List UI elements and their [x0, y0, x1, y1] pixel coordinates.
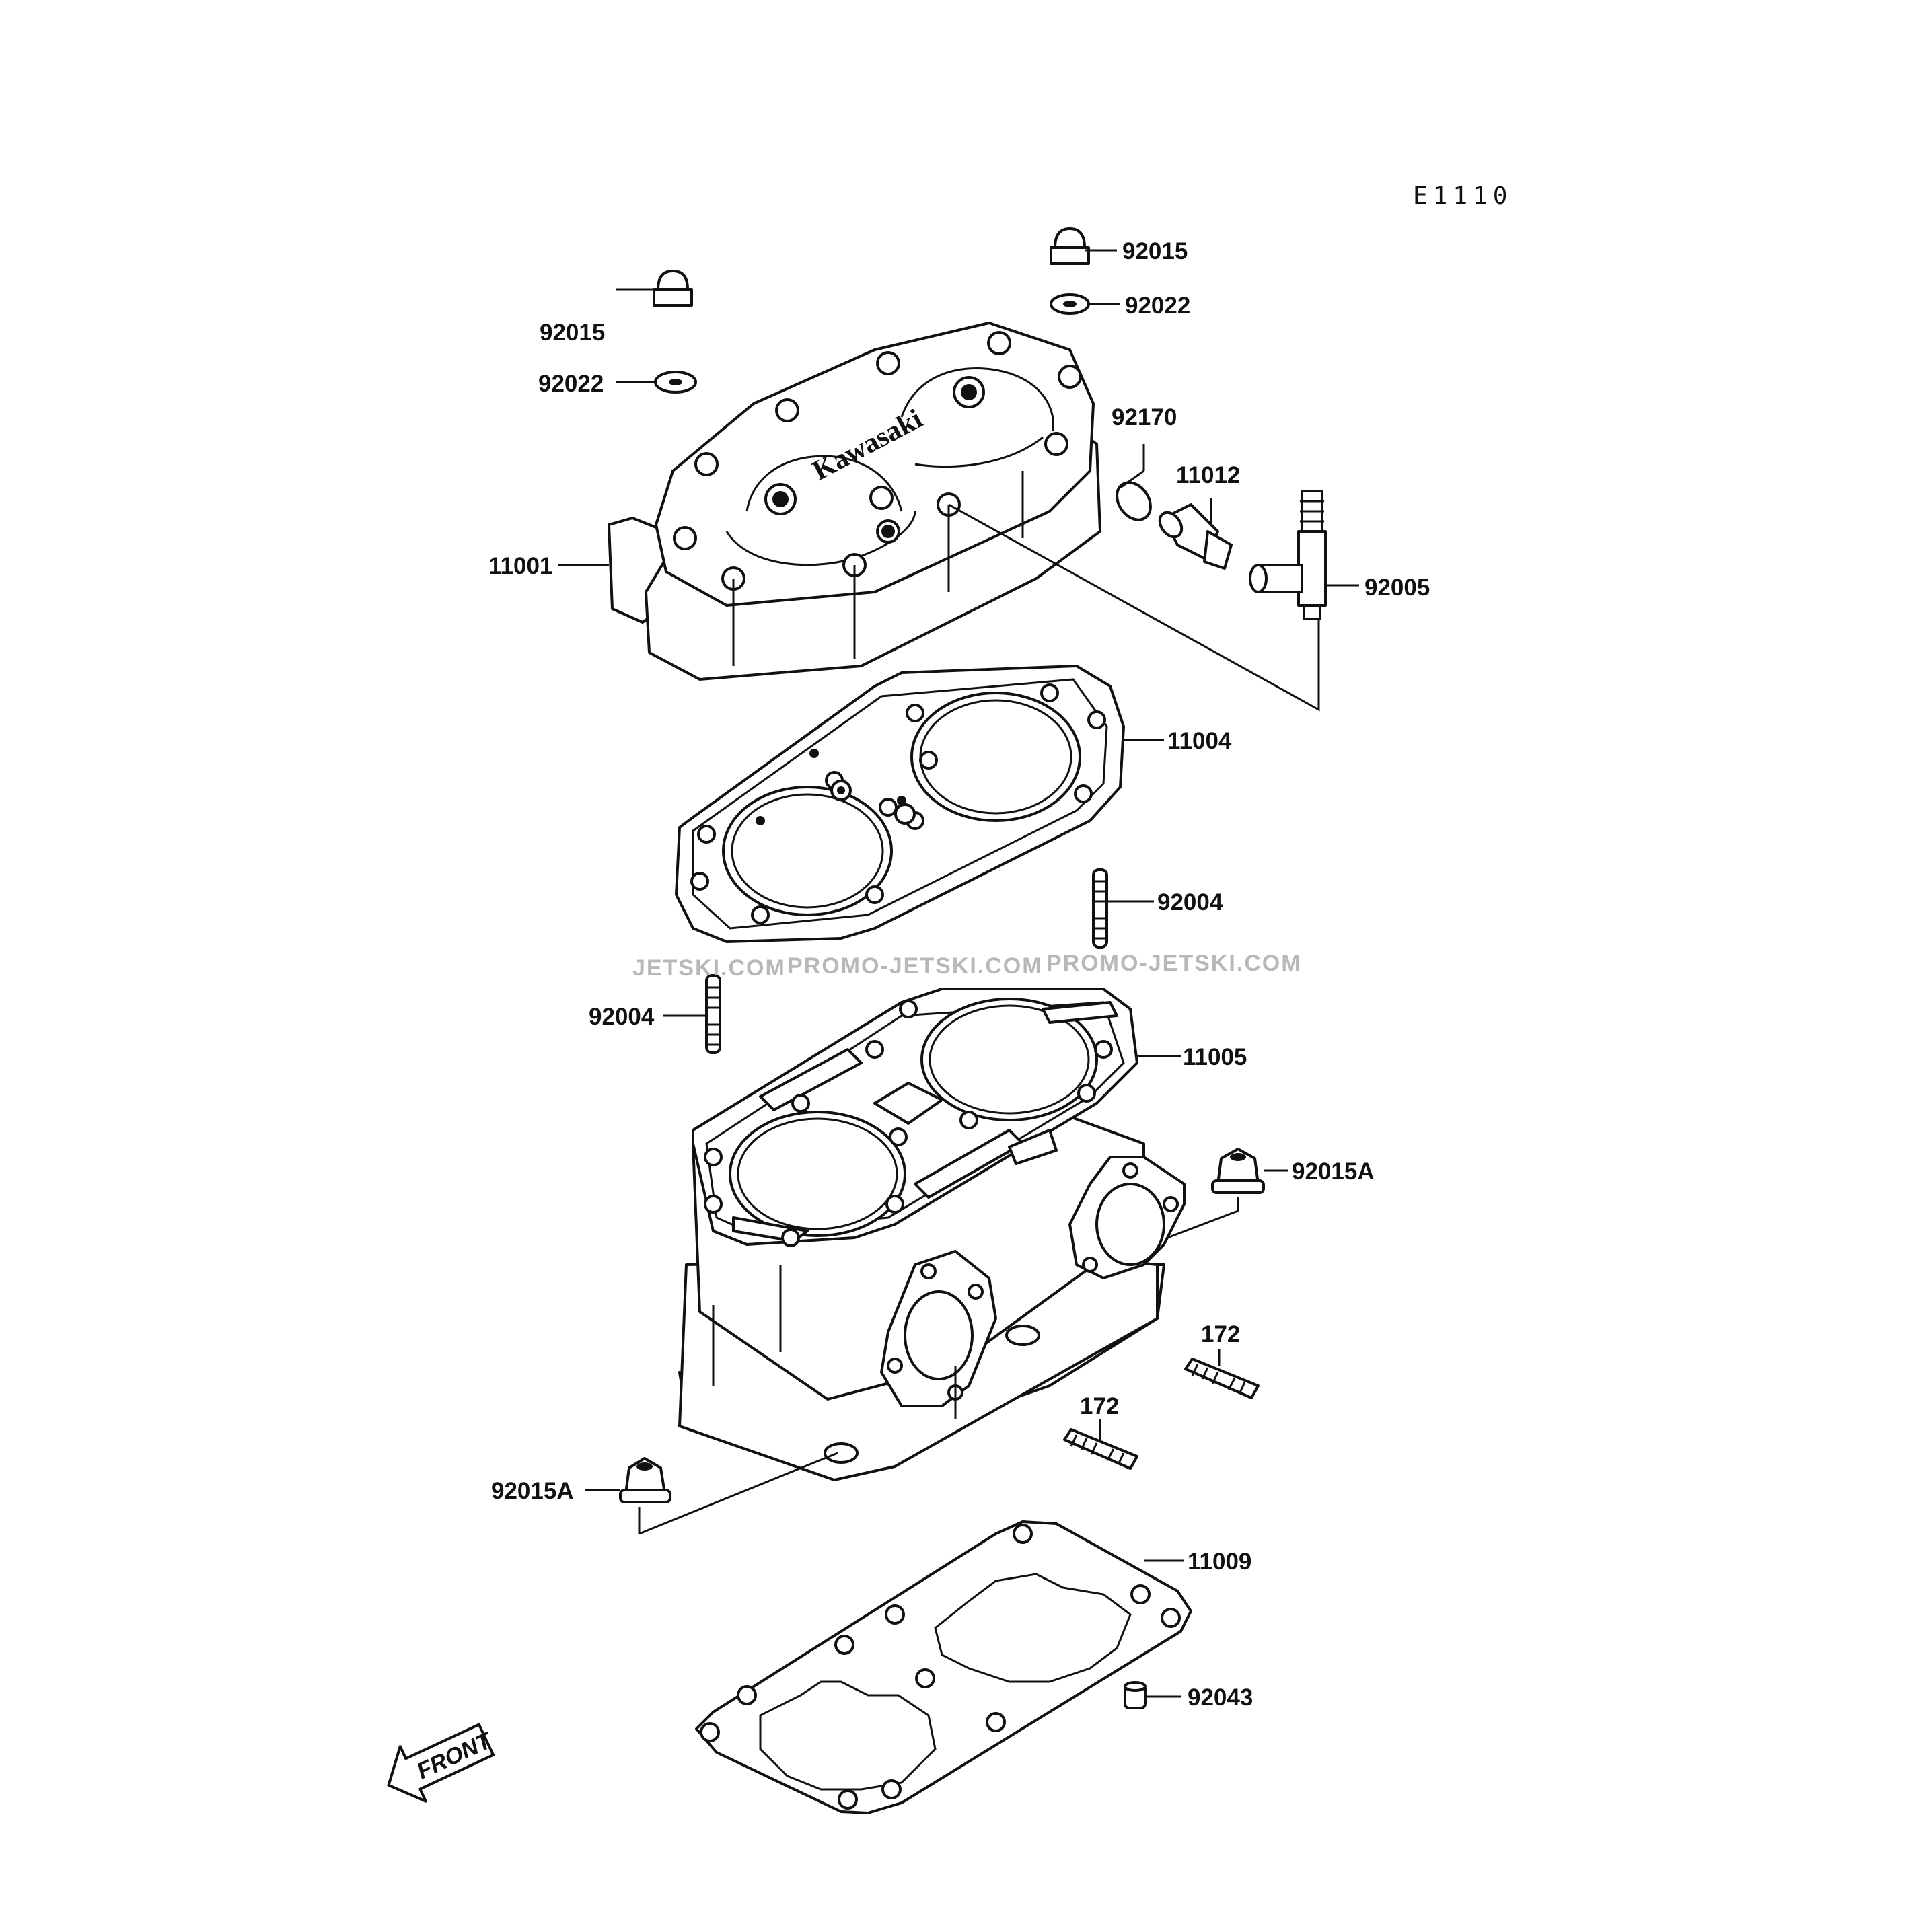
stud-92004-left [705, 974, 721, 1054]
callout-11004: 11004 [1167, 728, 1232, 754]
callout-92005: 92005 [1364, 574, 1430, 601]
fitting-11012 [1158, 503, 1233, 570]
cylinder-head-11001: Kawasaki [608, 322, 1101, 681]
callout-92004-right: 92004 [1157, 889, 1223, 916]
watermark-2: PROMO-JETSKI.COM [787, 953, 1043, 979]
callout-92015-left: 92015 [540, 320, 605, 346]
watermark-1: JETSKI.COM [632, 955, 786, 981]
assembly-line-nut-right [1167, 1197, 1239, 1239]
washer-92022-top [1050, 293, 1090, 315]
diagram-code: E1110 [1413, 182, 1513, 210]
elbow-fitting-92005 [1249, 490, 1327, 620]
dowel-pin-92043 [1124, 1681, 1147, 1709]
front-direction-arrow: FRONT [387, 1723, 497, 1803]
callout-172-b: 172 [1080, 1393, 1119, 1419]
cap-nut-92015-left [653, 270, 693, 307]
callout-92015A-left: 92015A [491, 1478, 574, 1504]
washer-92022-left [654, 371, 697, 394]
callout-92170: 92170 [1112, 404, 1177, 431]
callout-11012: 11012 [1176, 462, 1240, 488]
callout-92015A-right: 92015A [1292, 1158, 1375, 1185]
callout-11001: 11001 [488, 553, 552, 579]
callout-92022-top: 92022 [1125, 293, 1190, 319]
stud-172-a [1184, 1358, 1260, 1399]
clamp-92170 [1116, 470, 1152, 521]
flange-nut-92015A-right [1211, 1148, 1265, 1194]
assembly-line-nut-left [638, 1452, 838, 1535]
stud-172-b [1063, 1428, 1138, 1470]
callout-11005: 11005 [1183, 1044, 1247, 1070]
callout-172-a: 172 [1201, 1321, 1240, 1347]
assembly-line-head [948, 503, 1320, 712]
cap-nut-92015-top [1050, 227, 1090, 265]
watermark-3: PROMO-JETSKI.COM [1046, 951, 1302, 976]
callout-92015-top: 92015 [1122, 238, 1188, 264]
cylinder-block-11005 [678, 988, 1186, 1481]
callout-11009: 11009 [1188, 1549, 1251, 1575]
callout-92004-left: 92004 [589, 1004, 655, 1030]
flange-nut-92015A-left [619, 1457, 671, 1503]
stud-92004-right [1092, 868, 1108, 949]
callout-92043: 92043 [1188, 1684, 1253, 1711]
callout-92022-left: 92022 [538, 371, 604, 397]
base-gasket-11009 [695, 1520, 1192, 1814]
head-gasket-11004 [675, 665, 1125, 943]
